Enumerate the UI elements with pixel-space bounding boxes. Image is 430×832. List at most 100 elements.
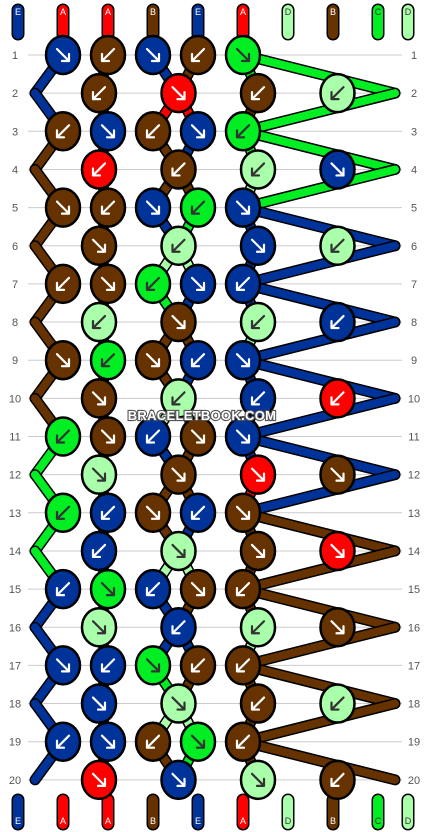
strand-label: D <box>405 816 412 826</box>
thread-segment <box>239 394 399 441</box>
arrow-down-right-icon <box>190 429 206 444</box>
row-number: 13 <box>408 508 420 520</box>
arrow-down-left-icon <box>171 391 186 406</box>
arrow-down-left-icon <box>190 200 206 215</box>
arrow-down-right-icon <box>145 505 161 520</box>
row-number: 12 <box>408 470 420 482</box>
knot <box>134 645 172 686</box>
row-number: 6 <box>411 241 417 253</box>
knot <box>224 111 262 152</box>
thread-segment <box>239 737 399 784</box>
row-number: 2 <box>411 88 417 100</box>
knot <box>89 416 127 457</box>
strand-label: E <box>15 816 21 826</box>
row-number: 18 <box>408 699 420 711</box>
knot <box>224 263 262 305</box>
knot <box>179 34 217 76</box>
arrow-down-right-icon <box>171 86 186 101</box>
row-number: 3 <box>411 126 417 138</box>
knot <box>89 187 127 228</box>
knot <box>224 339 262 381</box>
knot <box>160 607 197 648</box>
knot <box>134 492 172 534</box>
arrow-down-right-icon <box>91 620 107 635</box>
bottom-strand-ends <box>11 793 415 831</box>
row-number: 10 <box>9 393 21 405</box>
watermark-text: BRACELETBOOK.COM <box>128 408 277 423</box>
knot <box>80 72 118 114</box>
knot <box>44 721 82 762</box>
arrow-down-left-icon <box>330 772 345 787</box>
arrow-down-left-icon <box>91 314 107 330</box>
arrow-down-right-icon <box>190 124 206 139</box>
row-number: 13 <box>9 508 21 520</box>
strand-label: E <box>195 816 201 826</box>
knot <box>239 454 277 495</box>
knot <box>319 454 356 495</box>
row-number: 14 <box>9 546 21 558</box>
arrow-down-left-icon <box>55 124 71 139</box>
thread-segment <box>239 623 399 670</box>
row-number: 9 <box>411 355 417 367</box>
arrow-down-left-icon <box>235 658 251 673</box>
knot <box>224 187 262 228</box>
arrow-down-left-icon <box>235 124 251 139</box>
row-number: 20 <box>408 775 420 787</box>
thread-segment <box>239 432 399 479</box>
arrow-down-left-icon <box>190 658 206 673</box>
arrow-down-left-icon <box>250 391 266 406</box>
arrow-down-left-icon <box>250 86 266 101</box>
arrow-down-right-icon <box>91 391 107 406</box>
knot <box>89 263 127 305</box>
arrow-down-right-icon <box>235 200 251 215</box>
strand-label: A <box>60 7 66 17</box>
knot <box>134 721 172 762</box>
arrow-down-right-icon <box>100 276 116 291</box>
knot <box>319 225 356 266</box>
knot <box>224 34 262 76</box>
arrow-down-left-icon <box>100 200 116 215</box>
arrow-down-right-icon <box>235 429 251 444</box>
knot <box>319 378 356 419</box>
knot <box>80 378 118 419</box>
arrow-down-right-icon <box>145 658 161 673</box>
row-number: 9 <box>12 355 18 367</box>
thread-segment <box>239 508 399 555</box>
knot <box>44 111 82 152</box>
knot <box>224 721 262 762</box>
row-number: 17 <box>9 660 21 672</box>
arrow-down-left-icon <box>171 238 186 253</box>
knot <box>44 568 82 610</box>
knot <box>224 416 262 457</box>
arrow-down-right-icon <box>171 696 186 711</box>
knot <box>224 492 262 534</box>
knot <box>239 530 277 572</box>
strand-label: E <box>15 7 21 17</box>
strand-label: A <box>105 816 111 826</box>
row-number: 5 <box>12 203 18 215</box>
arrow-down-left-icon <box>190 353 206 368</box>
arrow-down-right-icon <box>235 47 251 63</box>
thread-segment <box>239 318 399 365</box>
arrow-down-right-icon <box>330 467 345 482</box>
arrow-down-left-icon <box>145 582 161 597</box>
arrow-down-left-icon <box>330 86 345 101</box>
knot <box>80 225 118 266</box>
arrow-down-right-icon <box>55 658 71 673</box>
thread-segment <box>239 585 399 632</box>
row-number: 19 <box>408 737 420 749</box>
thread-segment <box>239 279 399 327</box>
arrow-down-left-icon <box>330 314 345 330</box>
knot <box>239 683 277 724</box>
arrow-down-left-icon <box>250 314 266 330</box>
arrow-down-right-icon <box>100 124 116 139</box>
strand-label: D <box>285 7 292 17</box>
thread-segment <box>239 241 399 288</box>
row-number: 14 <box>408 546 420 558</box>
arrow-down-left-icon <box>330 238 345 253</box>
thread-segment <box>239 203 399 250</box>
knot <box>89 339 127 381</box>
knot-grid <box>44 34 356 801</box>
strand-label: D <box>405 7 412 17</box>
